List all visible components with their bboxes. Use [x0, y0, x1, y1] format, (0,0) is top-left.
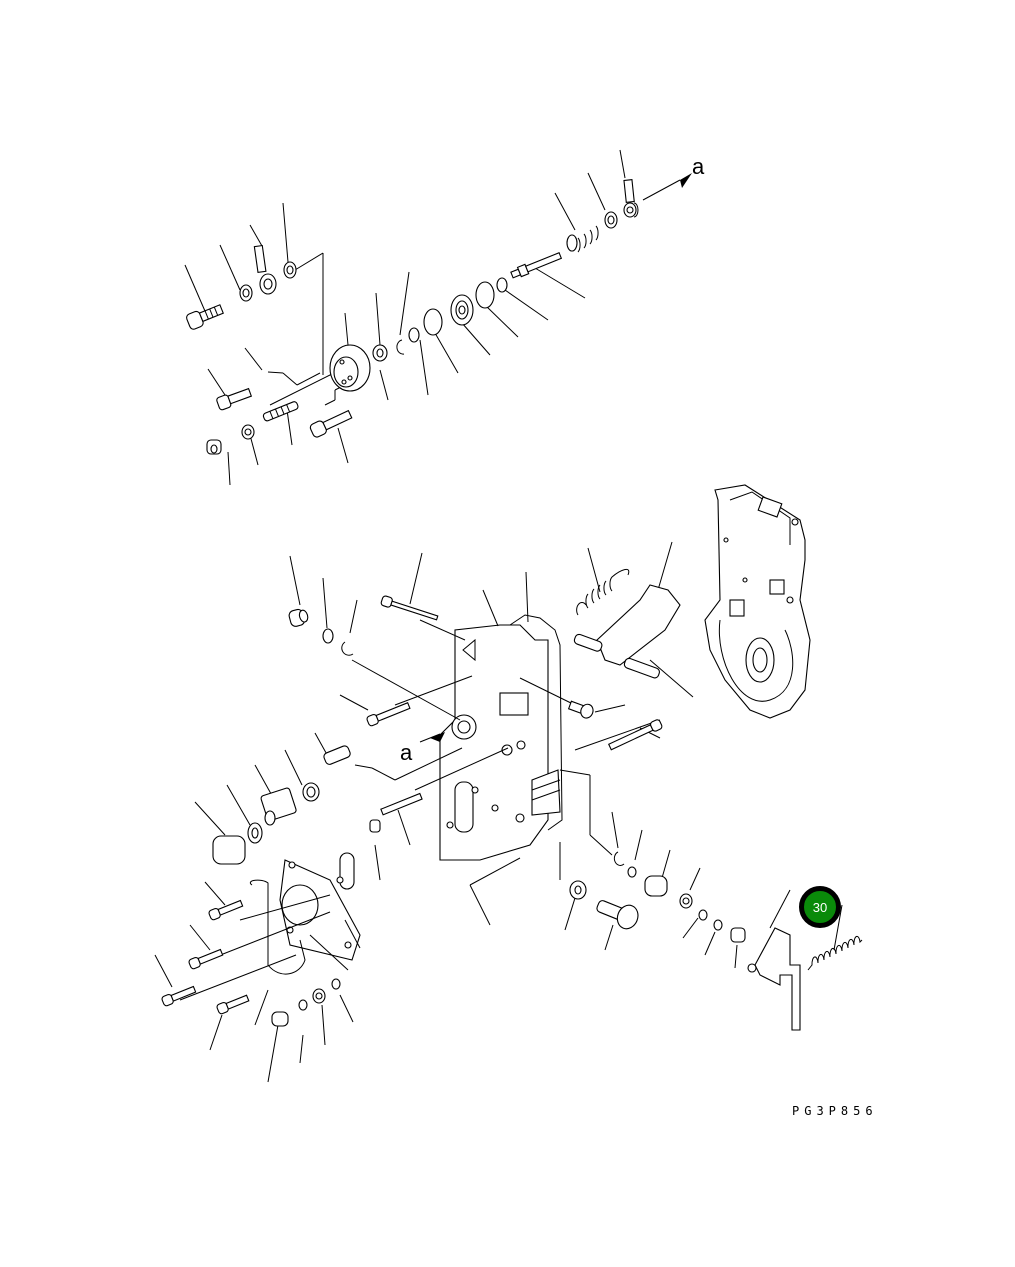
reference-label-a-top: a	[692, 154, 705, 179]
reference-label-a-mid: a	[400, 740, 413, 765]
pump-housing	[704, 484, 811, 719]
lever-assembly	[569, 541, 863, 1031]
top-valve-assembly	[184, 149, 692, 486]
governor-housing	[154, 552, 663, 1083]
drawing-number: PG3P856	[792, 1104, 878, 1118]
part-callout-30[interactable]: 30	[799, 886, 841, 928]
callout-number: 30	[812, 899, 828, 915]
